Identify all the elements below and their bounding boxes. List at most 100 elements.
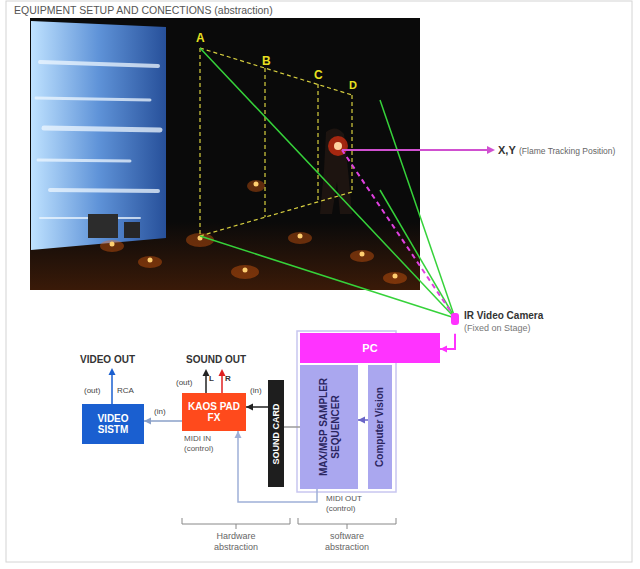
screen-streak bbox=[38, 160, 130, 161]
candle bbox=[393, 274, 398, 279]
arrow-head bbox=[358, 417, 365, 424]
port-label: (out) bbox=[84, 386, 100, 396]
output-note: (Flame Tracking Position) bbox=[519, 146, 615, 156]
stage-equipment bbox=[88, 214, 118, 238]
screen-streak bbox=[50, 190, 158, 191]
port-label: RCA bbox=[117, 386, 134, 396]
plane-letter: C bbox=[314, 68, 323, 82]
plane-letter: A bbox=[196, 31, 205, 45]
software-bracket bbox=[298, 518, 396, 529]
output-name: X,Y bbox=[498, 144, 516, 157]
plane-edge bbox=[317, 84, 318, 202]
output-name: SOUND OUT bbox=[186, 354, 246, 366]
candle-glow bbox=[100, 240, 124, 252]
candle-glow bbox=[138, 256, 162, 268]
box-label: KAOS PAD FX bbox=[186, 401, 242, 424]
channel-label: R bbox=[225, 374, 231, 384]
candle-glow bbox=[288, 232, 312, 244]
candle-glow bbox=[350, 250, 374, 262]
plane-edge bbox=[200, 192, 352, 236]
group-label: software abstraction bbox=[312, 531, 382, 553]
plane-edge bbox=[351, 95, 352, 192]
connector bbox=[284, 427, 300, 428]
computer-vision-box: Computer Vision bbox=[368, 365, 392, 489]
plane-edge bbox=[264, 68, 265, 217]
box-label: VIDEO SISTM bbox=[86, 413, 140, 436]
connector-line bbox=[284, 426, 300, 428]
screen-streak bbox=[36, 98, 150, 100]
screen-streaks bbox=[36, 62, 160, 218]
pc-label: PC bbox=[300, 333, 440, 363]
connector bbox=[144, 418, 182, 425]
arrow-head bbox=[440, 346, 447, 353]
candle-glow bbox=[383, 272, 407, 284]
flame-sight-line bbox=[342, 150, 455, 318]
hardware-bracket bbox=[182, 518, 290, 529]
candle bbox=[110, 242, 115, 247]
arrow-head bbox=[109, 368, 116, 375]
camera-icon bbox=[451, 313, 459, 325]
screen-streak bbox=[44, 128, 160, 130]
arrow-head bbox=[144, 418, 151, 425]
arrow-head bbox=[246, 404, 253, 411]
kaos-pad-box: KAOS PAD FX bbox=[182, 393, 246, 431]
vertical-label: MAX/MSP SAMPLER SEQUENCER bbox=[318, 369, 341, 485]
group-label: Hardware abstraction bbox=[201, 531, 271, 553]
candles bbox=[110, 182, 398, 279]
signal-label: MIDI OUT (control) bbox=[326, 494, 386, 513]
camera-label: IR Video Camera bbox=[464, 310, 543, 323]
video-out-arrow bbox=[111, 374, 113, 404]
xy-output-arrow bbox=[342, 149, 488, 151]
sound-out-right-arrow bbox=[221, 375, 223, 393]
pc-box: PC MAX/MSP SAMPLER SEQUENCER Computer Visi… bbox=[300, 333, 440, 493]
connector bbox=[246, 404, 268, 411]
stage-photo bbox=[30, 18, 420, 290]
candle-glows bbox=[100, 180, 407, 284]
candle bbox=[298, 234, 303, 239]
view-line bbox=[380, 100, 455, 318]
arrow-head bbox=[487, 146, 495, 154]
max-msp-box: MAX/MSP SAMPLER SEQUENCER bbox=[300, 365, 358, 489]
port-label: (in) bbox=[250, 386, 262, 396]
vertical-label: SOUND CARD bbox=[271, 384, 281, 483]
ir-camera-node: IR Video Camera(Fixed on Stage) bbox=[450, 310, 543, 334]
stage-equipment bbox=[124, 222, 140, 238]
figure-title: EQUIPMENT SETUP AND CONECTIONS (abstract… bbox=[14, 4, 273, 16]
output-name: VIDEO OUT bbox=[80, 354, 135, 366]
plane-letter: D bbox=[349, 79, 357, 92]
video-system-box: VIDEO SISTM bbox=[82, 404, 144, 444]
sound-out-left-arrow bbox=[205, 375, 207, 393]
port-label: (out) bbox=[176, 378, 192, 388]
candle bbox=[243, 268, 248, 273]
camera-note: (Fixed on Stage) bbox=[464, 323, 543, 334]
candle-glow bbox=[231, 265, 259, 279]
view-line bbox=[200, 48, 455, 318]
performer bbox=[320, 128, 352, 214]
candle bbox=[254, 182, 259, 187]
connector-line bbox=[440, 334, 455, 349]
projection-screen bbox=[31, 21, 166, 250]
plane-letter: B bbox=[262, 54, 271, 68]
plane-edge bbox=[199, 48, 200, 236]
screen-streak bbox=[40, 62, 158, 66]
figure-frame bbox=[6, 1, 632, 562]
connector bbox=[358, 417, 368, 424]
signal-label: MIDI IN (control) bbox=[184, 434, 232, 453]
arrow-head bbox=[203, 369, 210, 376]
channel-label: L bbox=[209, 374, 214, 384]
arrow-head bbox=[219, 369, 226, 376]
tracking-planes bbox=[200, 48, 352, 236]
candle bbox=[148, 258, 153, 263]
port-label: (in) bbox=[154, 407, 166, 417]
connector bbox=[440, 334, 455, 353]
arrow-head bbox=[235, 431, 242, 438]
flame bbox=[334, 142, 342, 150]
candle-glow bbox=[247, 180, 265, 192]
sound-card-bar: SOUND CARD bbox=[268, 380, 284, 487]
candle bbox=[360, 252, 365, 257]
candle-glow bbox=[186, 233, 214, 247]
pc-header-band: PC bbox=[300, 333, 440, 363]
view-line bbox=[200, 236, 455, 318]
vertical-label: Computer Vision bbox=[374, 369, 386, 485]
